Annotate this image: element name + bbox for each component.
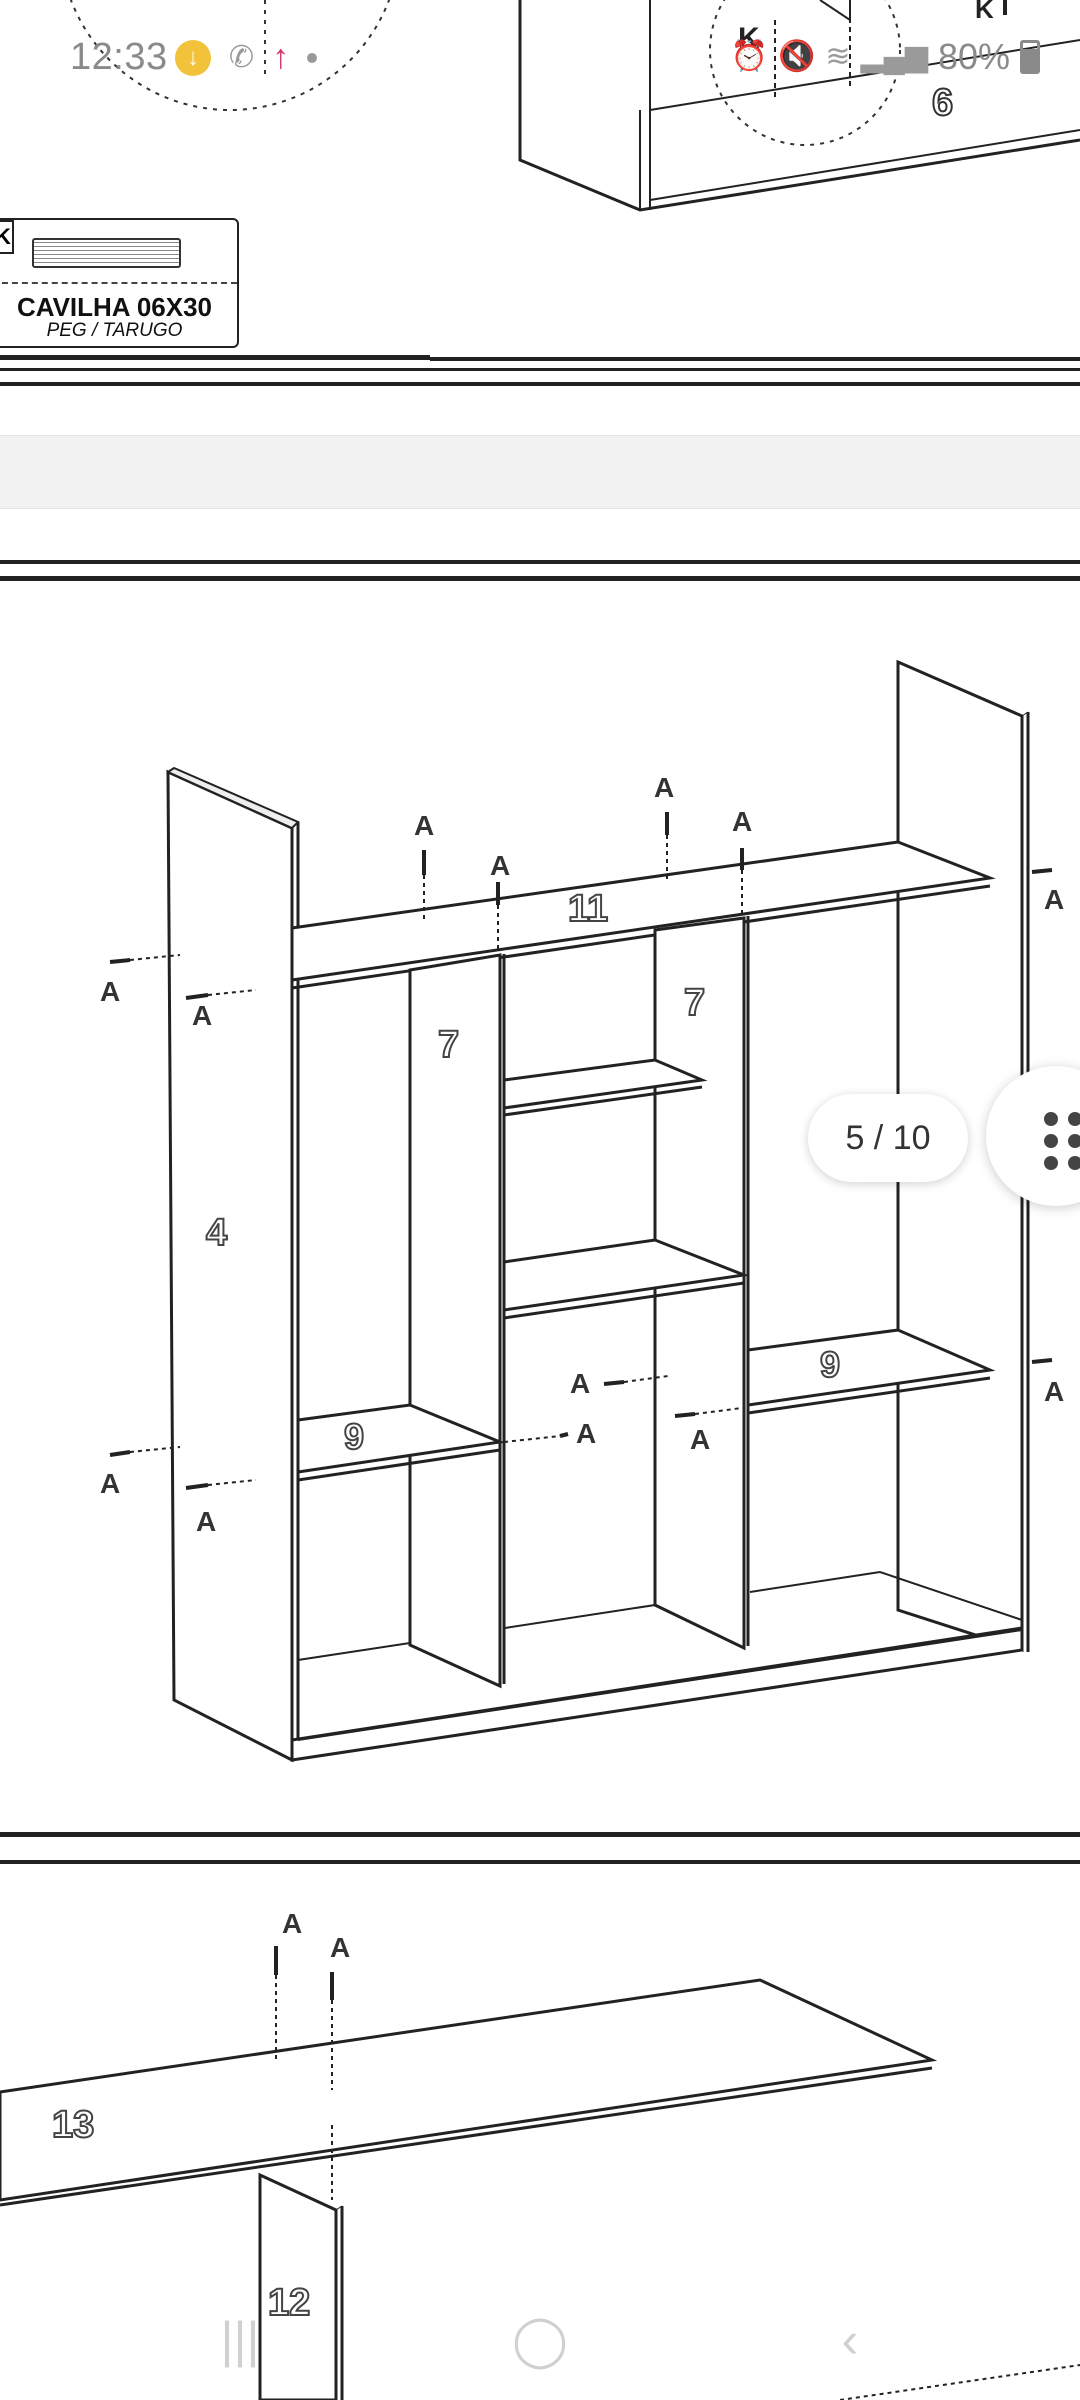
fastener-label: A [570, 1368, 591, 1399]
recents-button[interactable]: ||| [220, 2312, 260, 2368]
status-bar: 12:33 ↓ ✆ ↑ ⏰ 🔇 ≋ ▂▄▆ 80% [0, 0, 1080, 120]
hardware-key: K [0, 220, 14, 254]
fastener-label: A [1044, 1376, 1065, 1407]
callout-label-k-right: K [975, 0, 994, 24]
dot-icon [307, 52, 318, 63]
battery-icon [1020, 40, 1040, 74]
system-icons: ⏰ 🔇 ≋ ▂▄▆ 80% [731, 36, 1040, 78]
home-button[interactable]: ◯ [512, 2312, 568, 2368]
hardware-legend-box: K CAVILHA 06X30 PEG / TARUGO [0, 218, 239, 348]
status-time: 12:33 [70, 36, 168, 78]
signal-icon: ▂▄▆ [860, 40, 928, 73]
dowel-peg-icon [32, 238, 181, 268]
back-button[interactable]: ‹ [841, 2312, 859, 2368]
upload-arrow-icon: ↑ [272, 38, 290, 76]
fastener-label: A [732, 806, 753, 837]
download-icon: ↓ [175, 39, 211, 76]
fastener-label: A [100, 976, 121, 1007]
instruction-diagram-top [0, 0, 1080, 386]
wifi-icon: ≋ [825, 40, 851, 73]
part-label-6: 6 [931, 81, 954, 125]
part-number-4: 4 [205, 1211, 228, 1255]
part-number-13: 13 [51, 2103, 95, 2147]
grid-dots-icon [1044, 1112, 1080, 1170]
callout-label-k: K [738, 22, 760, 55]
page-gap [0, 435, 1080, 509]
notification-icons: ↓ ✆ ↑ [175, 38, 318, 77]
part-number-11: 11 [567, 887, 609, 931]
fastener-label: A [414, 810, 435, 841]
fastener-label: A [282, 1908, 303, 1939]
hardware-name: CAVILHA 06X30 [16, 292, 213, 322]
alarm-icon: ⏰ [730, 40, 769, 73]
navigation-bar: ||| ◯ ‹ [0, 2280, 1080, 2400]
fastener-label: A [192, 1000, 213, 1031]
part-number-9-right: 9 [819, 1343, 841, 1386]
fastener-label: A [654, 772, 675, 803]
fastener-label: A [100, 1468, 121, 1499]
part-number-7-right: 7 [683, 981, 706, 1025]
part-number-12: 12 [267, 2281, 311, 2325]
fastener-label: A [1044, 884, 1065, 915]
legend-divider [0, 282, 237, 284]
current-page: 11 7 7 4 9 9 A A A A A A A A A A A A A A… [0, 540, 1080, 2400]
battery-percent: 80% [937, 36, 1010, 77]
fastener-label: A [690, 1424, 711, 1455]
fastener-label: A [490, 850, 511, 881]
fastener-label: A [196, 1506, 217, 1537]
instruction-diagram-main [0, 560, 1080, 2400]
missed-call-icon: ✆ [229, 40, 255, 74]
mute-icon: 🔇 [778, 40, 816, 73]
page-indicator: 5 / 10 [808, 1094, 968, 1182]
part-number-9-left: 9 [343, 1415, 365, 1458]
fastener-label: A [330, 1932, 351, 1963]
hardware-subtitle: PEG / TARUGO [46, 320, 183, 341]
part-number-7-left: 7 [437, 1023, 460, 1067]
fastener-label: A [576, 1418, 597, 1449]
